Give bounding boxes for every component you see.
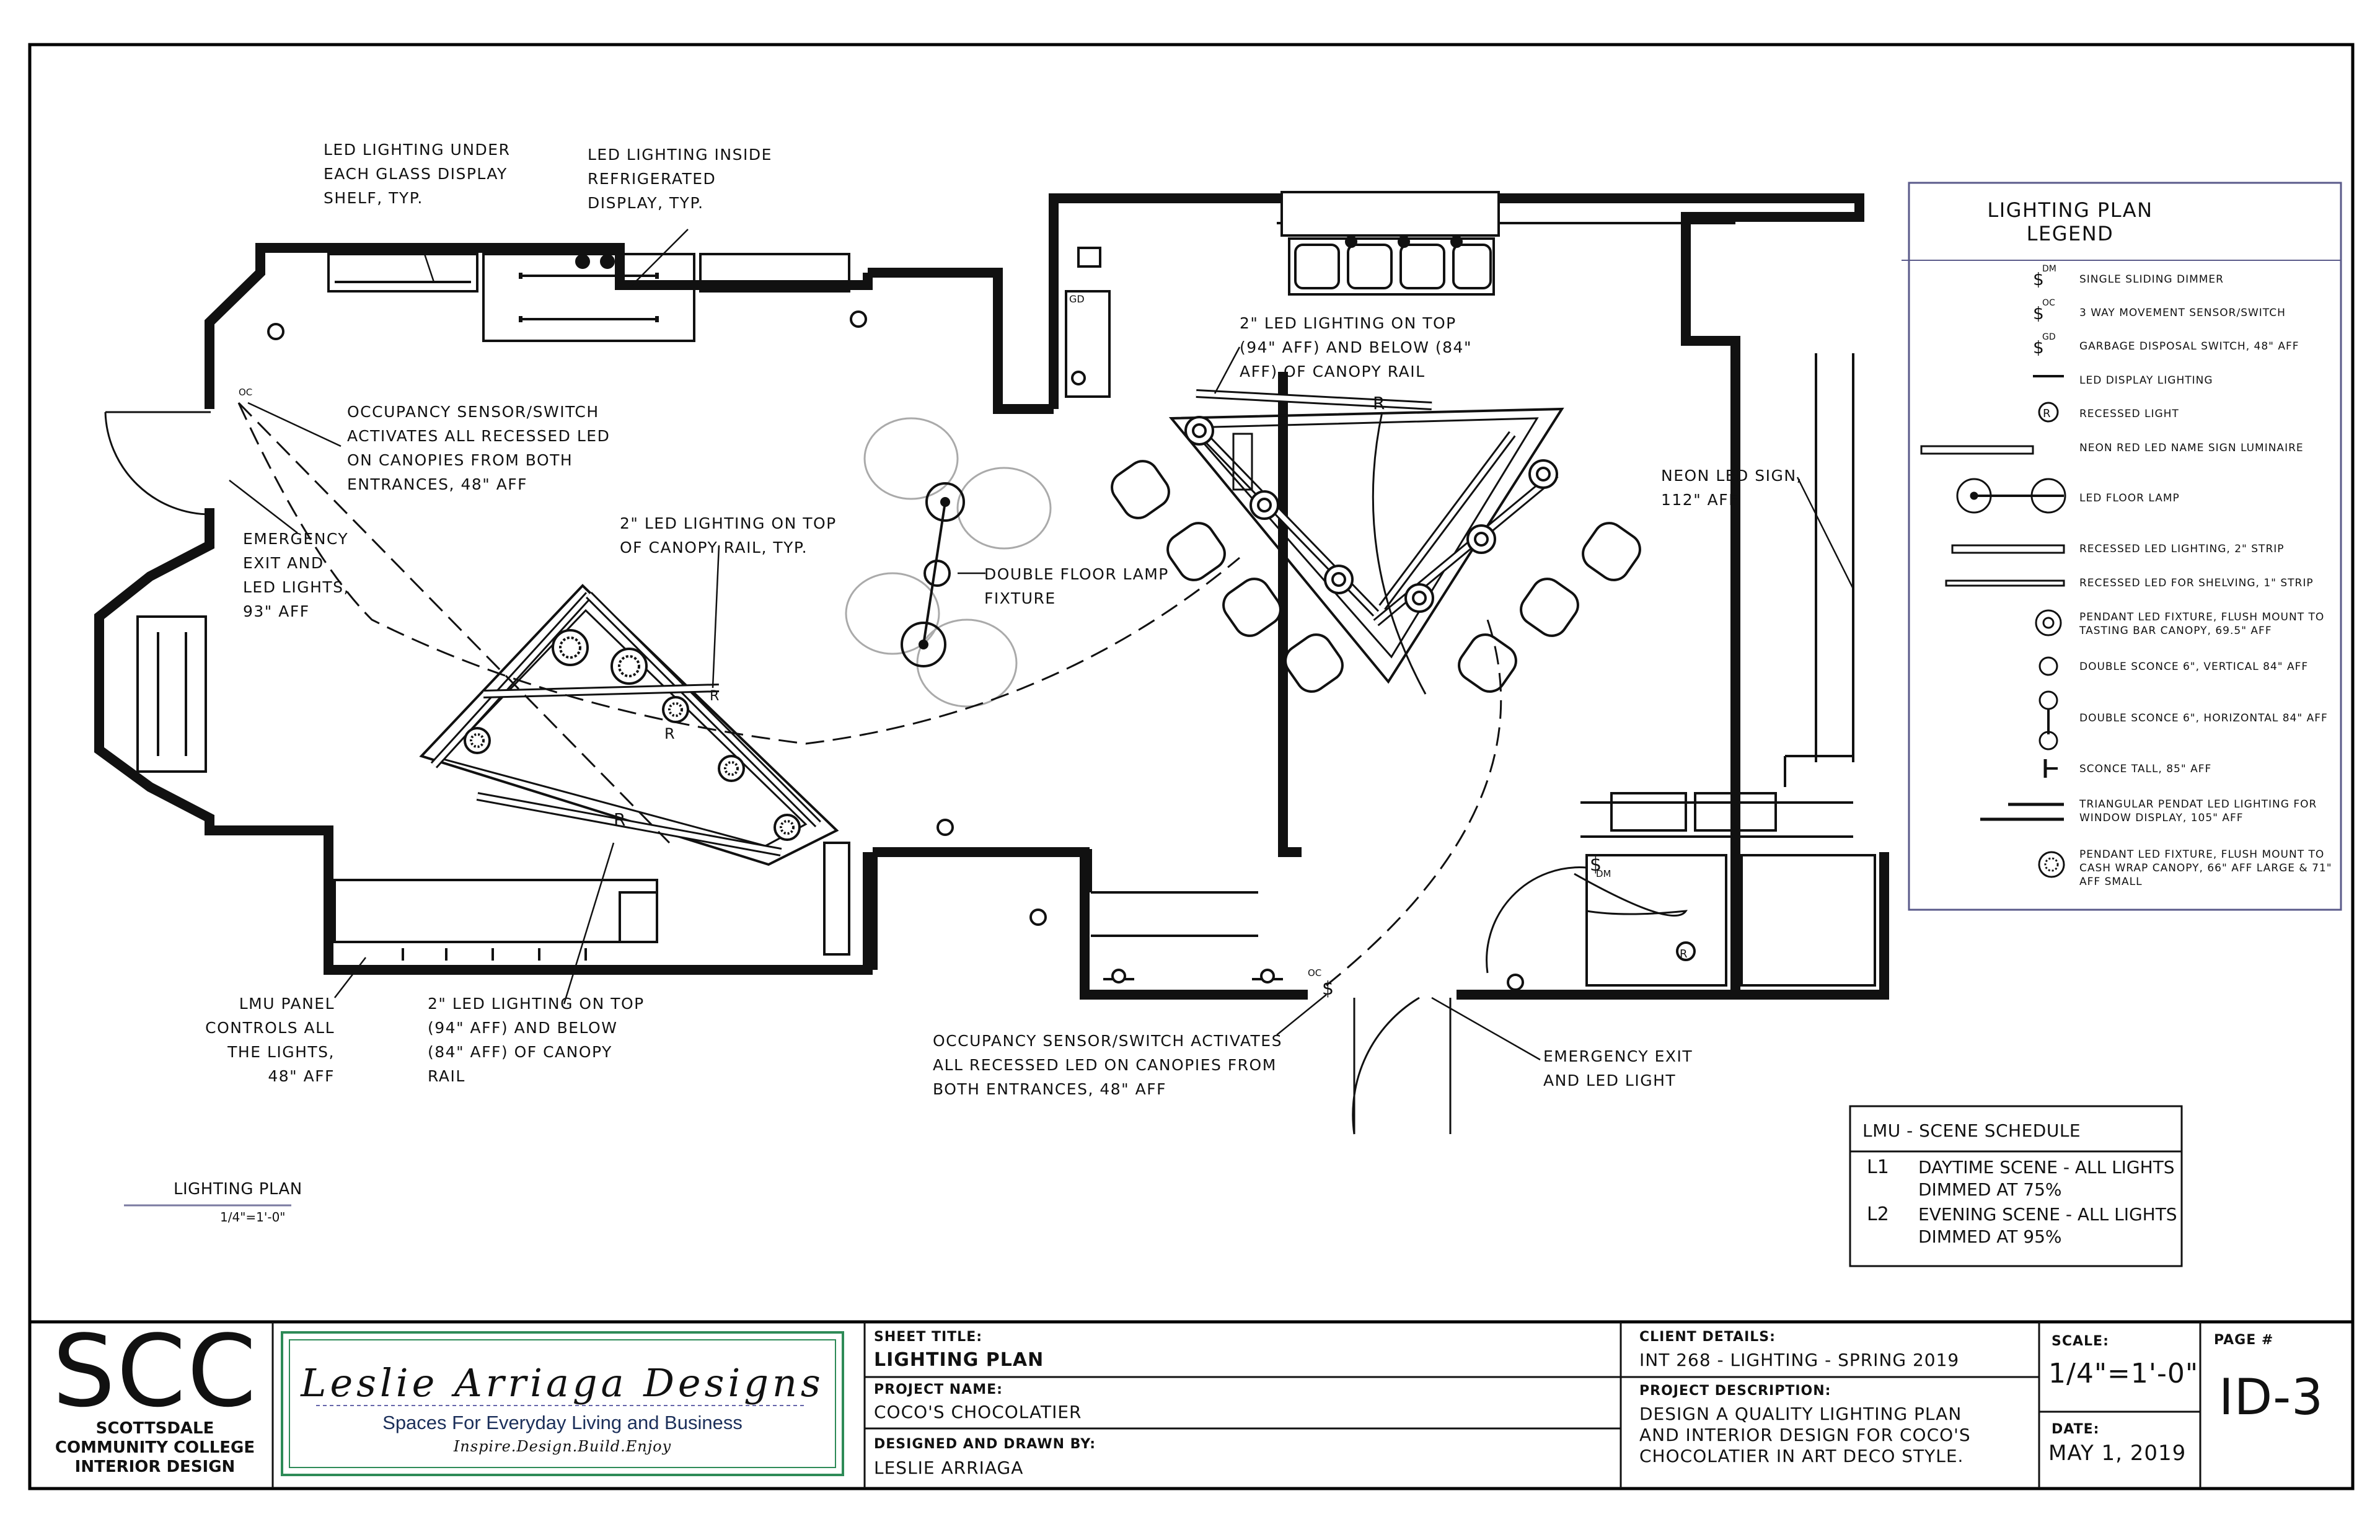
- designed-by: LESLIE ARRIAGA: [874, 1458, 1024, 1478]
- project-name-label: PROJECT NAME:: [874, 1382, 1003, 1397]
- recessed-marker-2: R: [614, 809, 625, 830]
- legend-item-led-display: LED DISPLAY LIGHTING: [2079, 374, 2213, 387]
- brand-tagline: Spaces For Everyday Living and Business: [382, 1412, 743, 1433]
- project-description: DESIGN A QUALITY LIGHTING PLAN AND INTER…: [1639, 1404, 1971, 1466]
- double-floor-lamp: [901, 482, 965, 667]
- legend-item-tasting-pendant: PENDANT LED FIXTURE, FLUSH MOUNT TO TAST…: [2079, 611, 2325, 637]
- legend-item-floor-lamp: LED FLOOR LAMP: [2079, 492, 2180, 504]
- brand-name: Leslie Arriaga Designs: [301, 1360, 824, 1406]
- door-swings: [104, 411, 1688, 1135]
- lounge-chairs: [845, 417, 1052, 708]
- top-display-cases: [327, 253, 850, 342]
- legend-item-cash-wrap-pendant: PENDANT LED FIXTURE, FLUSH MOUNT TO CASH…: [2079, 848, 2332, 888]
- annotation-floor-lamp: DOUBLE FLOOR LAMP FIXTURE: [984, 565, 1169, 607]
- plan-letters: R R R R R OC OC GD DM $ $ DM $ OC $ GD $…: [239, 264, 2056, 1000]
- plan-scale: 1/4"=1'-0": [220, 1210, 286, 1225]
- legend-recessed-icon: R: [2043, 407, 2051, 420]
- sensor-switch-icon: $: [1322, 978, 1334, 1000]
- legend-title: LIGHTING PLAN LEGEND: [1987, 198, 2153, 245]
- scene-l1-text: DAYTIME SCENE - ALL LIGHTS DIMMED AT 75%: [1918, 1157, 2175, 1200]
- designed-by-label: DESIGNED AND DRAWN BY:: [874, 1437, 1096, 1452]
- annotation-led-under-shelf: LED LIGHTING UNDER EACH GLASS DISPLAY SH…: [324, 141, 511, 207]
- sconces-and-symbols: [267, 310, 1696, 991]
- school-name: SCOTTSDALE COMMUNITY COLLEGE INTERIOR DE…: [55, 1419, 255, 1476]
- annotation-led-canopy-right: 2" LED LIGHTING ON TOP (94" AFF) AND BEL…: [1240, 314, 1472, 381]
- annotation-emergency-left: EMERGENCY EXIT AND LED LIGHTS, 93" AFF: [243, 530, 350, 620]
- sheet-title-label: SHEET TITLE:: [874, 1329, 983, 1345]
- scene-l1-code: L1: [1867, 1156, 1889, 1178]
- annotation-emergency-bottom: EMERGENCY EXIT AND LED LIGHT: [1543, 1047, 1693, 1089]
- page-number: ID-3: [2219, 1368, 2324, 1426]
- thin-wall-lines: [333, 191, 1876, 987]
- sheet-title: LIGHTING PLAN: [874, 1349, 1044, 1371]
- cash-wrap-pendants: [464, 629, 801, 841]
- client-label: CLIENT DETAILS:: [1639, 1329, 1776, 1345]
- legend-oc-label: OC: [2042, 298, 2055, 308]
- leader-lines: [229, 229, 1854, 1061]
- brand-motto: Inspire.Design.Build.Enjoy: [453, 1438, 672, 1455]
- annotation-canopy-rail-typ: 2" LED LIGHTING ON TOP OF CANOPY RAIL, T…: [620, 514, 837, 557]
- sinks: [1065, 235, 1495, 398]
- legend-gd-label: GD: [2042, 332, 2056, 342]
- page-label: PAGE #: [2214, 1332, 2274, 1348]
- legend-item-disposal-switch: GARBAGE DISPOSAL SWITCH, 48" AFF: [2079, 340, 2299, 353]
- project-name: COCO'S CHOCOLATIER: [874, 1402, 1082, 1422]
- legend-symbols: [1920, 375, 2066, 878]
- plan-title: LIGHTING PLAN: [174, 1180, 302, 1199]
- dm-marker: DM: [1596, 868, 1611, 879]
- scale-value: 1/4"=1'-0": [2048, 1358, 2199, 1389]
- annotation-lmu-panel: LMU PANEL CONTROLS ALL THE LIGHTS, 48" A…: [205, 995, 335, 1085]
- date-value: MAY 1, 2019: [2048, 1441, 2187, 1466]
- oc-marker-1: OC: [239, 387, 252, 398]
- bar-stools: [1111, 460, 1641, 693]
- client-details: INT 268 - LIGHTING - SPRING 2019: [1639, 1350, 1960, 1370]
- annotation-occupancy-sensor-top: OCCUPANCY SENSOR/SWITCH ACTIVATES ALL RE…: [347, 403, 610, 493]
- legend-dimmer-icon: $: [2033, 269, 2044, 289]
- project-description-label: PROJECT DESCRIPTION:: [1639, 1383, 1831, 1399]
- scene-l2-code: L2: [1867, 1203, 1889, 1225]
- legend-item-movement-sensor: 3 WAY MOVEMENT SENSOR/SWITCH: [2079, 307, 2286, 319]
- title-block-frames: [271, 1322, 2202, 1489]
- legend-item-neon-sign: NEON RED LED NAME SIGN LUMINAIRE: [2079, 442, 2304, 454]
- legend-item-sconce-horizontal: DOUBLE SCONCE 6", HORIZONTAL 84" AFF: [2079, 712, 2328, 724]
- recessed-marker-1: R: [1373, 393, 1385, 413]
- annotation-led-canopy-left: 2" LED LIGHTING ON TOP (94" AFF) AND BEL…: [428, 995, 645, 1085]
- sheet-border: [28, 43, 2355, 1490]
- scale-label: SCALE:: [2052, 1334, 2109, 1349]
- window-display: [136, 615, 207, 773]
- floor-plan-walls: [94, 193, 1889, 1000]
- annotation-led-inside-display: LED LIGHTING INSIDE REFRIGERATED DISPLAY…: [588, 146, 772, 212]
- legend-item-recessed-1in: RECESSED LED FOR SHELVING, 1" STRIP: [2079, 577, 2314, 589]
- scene-l2-text: EVENING SCENE - ALL LIGHTS DIMMED AT 95%: [1918, 1204, 2177, 1247]
- date-label: DATE:: [2052, 1422, 2100, 1437]
- legend-item-triangular-pendant: TRIANGULAR PENDAT LED LIGHTING FOR WINDO…: [2079, 798, 2317, 824]
- dimmer-switch-icon: $: [1590, 854, 1602, 876]
- recessed-marker-5: R: [1680, 948, 1688, 961]
- annotation-neon-sign: NEON LED SIGN, 112" AFF: [1661, 467, 1803, 509]
- recessed-marker-3: R: [664, 725, 675, 742]
- legend-dm-label: DM: [2042, 264, 2056, 274]
- legend-sensor-icon: $: [2033, 303, 2044, 323]
- legend-item-recessed-light: RECESSED LIGHT: [2079, 408, 2179, 420]
- legend-item-recessed-2in: RECESSED LED LIGHTING, 2" STRIP: [2079, 543, 2285, 555]
- school-logo: SCC: [52, 1313, 258, 1429]
- scene-schedule-box: [1849, 1105, 2183, 1267]
- legend-item-sconce-tall: SCONCE TALL, 85" AFF: [2079, 763, 2212, 775]
- legend-disposal-icon: $: [2033, 337, 2044, 358]
- legend-box: [1902, 182, 2342, 911]
- tasting-bar-pendants: [1184, 416, 1558, 613]
- coverage-arcs: [237, 402, 1502, 987]
- scene-schedule-title: LMU - SCENE SCHEDULE: [1862, 1120, 2081, 1141]
- gd-marker: GD: [1069, 293, 1085, 305]
- legend-item-single-dimmer: SINGLE SLIDING DIMMER: [2079, 273, 2224, 286]
- recessed-marker-4: R: [710, 689, 719, 704]
- annotation-occupancy-sensor-bottom: OCCUPANCY SENSOR/SWITCH ACTIVATES ALL RE…: [933, 1032, 1282, 1098]
- tasting-bar-canopy: [1168, 389, 1564, 684]
- legend-item-sconce-vertical: DOUBLE SCONCE 6", VERTICAL 84" AFF: [2079, 661, 2309, 673]
- oc-marker-2: OC: [1308, 967, 1321, 979]
